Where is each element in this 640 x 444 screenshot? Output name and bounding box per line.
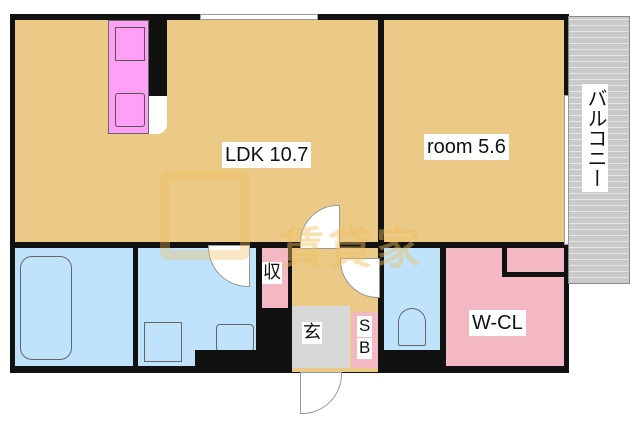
front-door[interactable] [300, 372, 342, 414]
room-label: room 5.6 [424, 134, 509, 160]
balcony-label: バルコニー [582, 84, 608, 192]
window [200, 14, 318, 20]
fridge-space [149, 96, 167, 134]
bathroom [15, 248, 133, 366]
bedroom [384, 20, 564, 242]
wall [502, 272, 568, 277]
shoe-box-label-s: S [357, 316, 373, 337]
toilet-room [384, 248, 440, 350]
entrance-label: 玄 [302, 322, 322, 344]
toilet-icon [398, 308, 426, 346]
bathtub-icon [20, 256, 72, 360]
wall [195, 350, 260, 370]
walk-in-closet-label: W-CL [469, 310, 526, 336]
watermark-logo [160, 170, 250, 260]
watermark: 賃貸家 [280, 224, 424, 273]
wall [502, 244, 507, 276]
washing-machine-icon [144, 322, 182, 362]
sink-icon [115, 93, 145, 127]
storage-label: 収 [262, 262, 282, 284]
shoe-box-label-b: B [357, 338, 373, 359]
ldk-label: LDK 10.7 [222, 142, 312, 168]
kitchen-wall [149, 14, 167, 96]
washbasin-icon [216, 324, 254, 352]
window [564, 95, 569, 245]
ldk-room [15, 20, 378, 242]
stove-icon [115, 27, 145, 61]
kitchen-counter [108, 20, 149, 134]
